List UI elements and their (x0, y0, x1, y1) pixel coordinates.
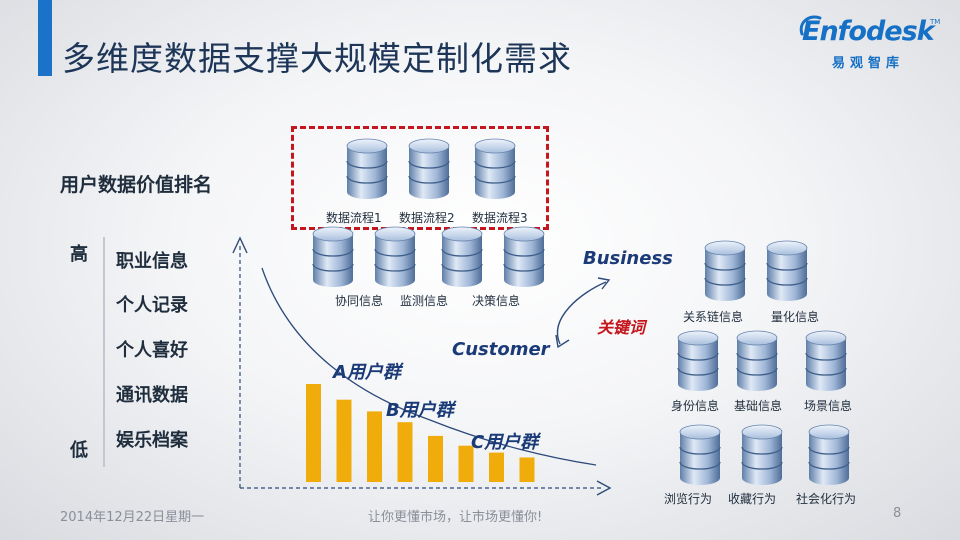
database-flow-3-icon (474, 138, 516, 200)
title-accent-bar (38, 0, 52, 76)
logo-trademark: TM (930, 18, 941, 26)
database-relation-1-icon (704, 240, 746, 302)
database-label-quant: 量化信息 (771, 310, 820, 324)
logo-swoosh-icon (799, 15, 822, 36)
rank-low-label: 低 (70, 440, 88, 461)
rank-item-4: 通讯数据 (116, 385, 188, 406)
group-label-c: C用户群 (471, 432, 539, 453)
bar-7 (489, 452, 504, 482)
bar-1 (306, 384, 321, 482)
group-label-a: A用户群 (333, 362, 401, 383)
bar-3 (367, 411, 382, 482)
database-label-flow-3: 数据流程3 (472, 211, 528, 225)
database-identity-1-icon (677, 330, 719, 392)
database-label-monitor: 监测信息 (400, 294, 449, 308)
slide-title: 多维度数据支撑大规模定制化需求 (62, 39, 572, 78)
rank-item-1: 职业信息 (116, 251, 188, 272)
database-behavior-1-icon (679, 424, 721, 486)
database-behavior-3-icon (808, 424, 850, 486)
bar-2 (336, 399, 352, 482)
database-label-decision: 决策信息 (472, 294, 521, 308)
data-flow-highlight-box (291, 126, 549, 230)
enfodesk-logo: Enfodesk TM 易观智库 (799, 15, 942, 76)
group-label-b: B用户群 (386, 400, 454, 421)
database-label-scene: 场景信息 (804, 399, 853, 413)
rank-high-label: 高 (70, 244, 88, 265)
database-label-base: 基础信息 (734, 399, 783, 413)
rank-divider (103, 237, 105, 467)
bar-5 (428, 435, 443, 482)
database-label-coop: 协同信息 (335, 294, 384, 308)
keyword-customer: Customer (452, 339, 550, 360)
rank-item-2: 个人记录 (116, 295, 188, 316)
footer-page-number: 8 (893, 506, 902, 521)
rank-item-3: 个人喜好 (116, 340, 188, 361)
keyword-key: 关键词 (597, 318, 646, 337)
database-business-1-icon (312, 226, 354, 288)
database-label-favorite: 收藏行为 (728, 492, 777, 506)
footer-date: 2014年12月22日星期一 (60, 510, 205, 525)
database-label-social: 社会化行为 (796, 492, 857, 506)
database-label-flow-2: 数据流程2 (399, 211, 455, 225)
database-flow-2-icon (408, 138, 450, 200)
database-label-browse: 浏览行为 (664, 492, 713, 506)
footer-slogan: 让你更懂市场，让市场更懂你! (368, 510, 543, 525)
database-business-3-icon (441, 226, 483, 288)
database-flow-1-icon (346, 138, 388, 200)
database-label-relation: 关系链信息 (683, 310, 744, 324)
logo-subtitle: 易观智库 (832, 56, 905, 71)
database-behavior-2-icon (741, 424, 783, 486)
keyword-business: Business (583, 248, 673, 269)
database-business-2-icon (374, 226, 416, 288)
database-label-flow-1: 数据流程1 (326, 211, 382, 225)
database-identity-3-icon (805, 330, 847, 392)
database-label-identity: 身份信息 (671, 399, 720, 413)
bar-8 (519, 457, 535, 482)
database-business-4-icon (503, 226, 545, 288)
bar-4 (397, 422, 413, 482)
ranking-title: 用户数据价值排名 (60, 174, 213, 196)
rank-item-5: 娱乐档案 (116, 430, 188, 451)
bar-6 (458, 445, 474, 482)
logo-text: Enfodesk (802, 16, 935, 47)
database-identity-2-icon (736, 330, 778, 392)
database-relation-2-icon (766, 240, 808, 302)
